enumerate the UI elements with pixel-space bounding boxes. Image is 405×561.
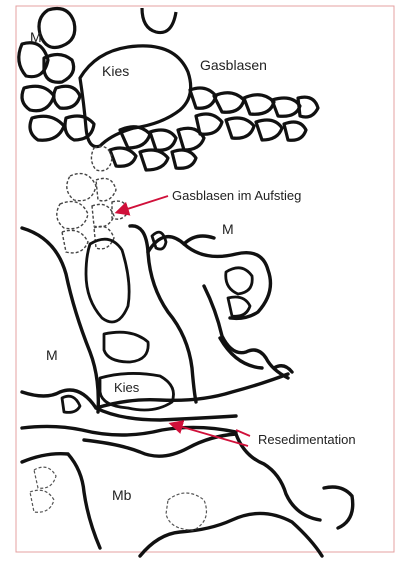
top-left-pebble bbox=[39, 9, 75, 48]
label-mb: Mb bbox=[112, 487, 132, 503]
rising-gas-bubbles bbox=[57, 146, 128, 253]
top-gravel-cluster bbox=[19, 8, 318, 170]
sediment-layers bbox=[22, 226, 353, 556]
label-resedimentation: Resedimentation bbox=[258, 432, 356, 447]
label-gasblasen-aufstieg: Gasblasen im Aufstieg bbox=[172, 188, 301, 203]
label-kies-top: Kies bbox=[102, 63, 129, 79]
channel-pebbles bbox=[62, 232, 252, 412]
channel-large-pebble bbox=[86, 239, 129, 322]
top-right-pebble-arc bbox=[142, 8, 176, 33]
label-kies-bottom: Kies bbox=[114, 380, 140, 395]
label-m-right: M bbox=[222, 221, 234, 237]
kies-top-pebble bbox=[80, 46, 191, 147]
label-m-left: M bbox=[46, 347, 58, 363]
label-m-top: M bbox=[30, 29, 42, 45]
arrow-gas-rising bbox=[118, 196, 168, 212]
label-gasblasen: Gasblasen bbox=[200, 57, 267, 73]
